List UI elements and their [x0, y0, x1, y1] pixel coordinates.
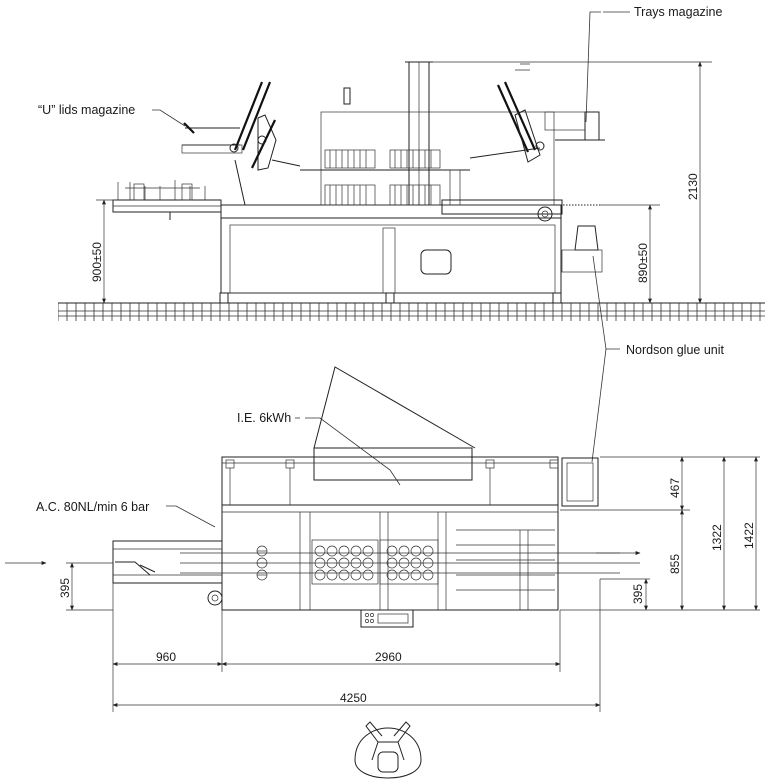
dim-depth-467: 467	[668, 478, 682, 498]
infeed-conveyor	[112, 180, 222, 220]
label-nordson-glue-unit: Nordson glue unit	[626, 343, 725, 357]
outfeed-conveyor	[441, 199, 603, 273]
label-ie-power: I.E. 6kWh	[237, 411, 291, 425]
dim-length-2960: 2960	[375, 650, 402, 664]
floor-grid-icon	[58, 303, 765, 321]
dim-depth-1322: 1322	[710, 524, 724, 551]
dim-height-total: 2130	[686, 173, 700, 200]
control-window	[420, 249, 452, 275]
dim-offset-right-395: 395	[631, 584, 645, 604]
label-ac-air: A.C. 80NL/min 6 bar	[36, 500, 149, 514]
glue-unit-body	[561, 249, 603, 273]
control-panel	[360, 609, 414, 628]
label-u-lids-magazine: “U” lids magazine	[38, 103, 135, 117]
glue-unit-plan	[561, 457, 599, 507]
dim-depth-1422: 1422	[742, 522, 756, 549]
dim-length-960: 960	[156, 650, 176, 664]
product-lanes	[180, 512, 640, 610]
side-dimensions	[96, 61, 712, 304]
label-trays-magazine: Trays magazine	[634, 5, 723, 19]
dim-offset-left-395: 395	[58, 578, 72, 598]
operator-icon	[354, 721, 422, 779]
u-lids-magazine	[181, 81, 301, 206]
dim-height-infeed: 900±50	[90, 242, 104, 282]
side-elevation: 2130 900±50 890±50 Trays magazine “U” li…	[38, 5, 765, 463]
infeed-plan	[112, 540, 223, 584]
dim-height-outfeed: 890±50	[636, 243, 650, 283]
main-frame	[219, 61, 562, 304]
dim-length-total: 4250	[340, 691, 367, 705]
plan-view: I.E. 6kWh	[5, 366, 760, 712]
trays-magazine	[469, 63, 605, 163]
dim-depth-855: 855	[668, 554, 682, 574]
guard-hood	[313, 366, 476, 449]
